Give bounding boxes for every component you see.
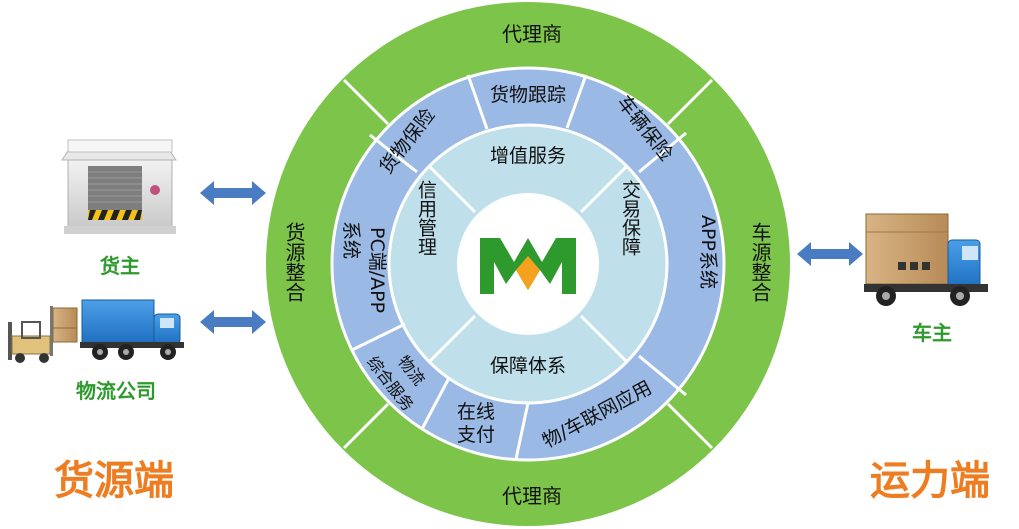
inner-ring-dividers xyxy=(428,165,628,363)
credit-management-label: 信用管理 xyxy=(415,180,437,256)
middle-ring-dividers xyxy=(351,74,687,460)
shipper-arrow-icon xyxy=(200,181,266,205)
cargo-side-title: 货源端 xyxy=(54,458,174,504)
online-payment-label-1: 在线 xyxy=(457,401,495,423)
agent-top-label: 代理商 xyxy=(502,22,562,46)
logistics-truck-icon xyxy=(8,299,184,363)
ring-diagram xyxy=(266,2,790,526)
company-logo xyxy=(480,238,576,294)
carrier-arrow-icon xyxy=(797,242,863,266)
vehicle-integration-label: 车源整合 xyxy=(748,222,772,302)
online-payment-label-2: 支付 xyxy=(457,424,495,446)
logistics-company-label: 物流公司 xyxy=(76,379,156,403)
warehouse-icon xyxy=(61,139,177,234)
value-added-label: 增值服务 xyxy=(490,145,566,167)
trade-guarantee-label: 交易保障 xyxy=(619,180,641,256)
cargo-tracking-label: 货物跟踪 xyxy=(490,84,566,106)
app-system-label: APP系统 xyxy=(697,215,719,289)
logistics-arrow-icon xyxy=(200,310,266,334)
outer-ring-labels: 代理商 代理商 货源整合 车源整合 xyxy=(282,22,772,508)
connection-arrows xyxy=(200,181,863,334)
shipper-label: 货主 xyxy=(100,254,140,278)
carrier-truck-icon xyxy=(864,213,988,306)
guarantee-system-label: 保障体系 xyxy=(490,355,566,377)
pc-app-label-2: 系统 xyxy=(340,221,362,259)
agent-bottom-label: 代理商 xyxy=(502,484,562,508)
pc-app-label-1: PC端/APP xyxy=(366,227,388,313)
inner-ring-labels: 增值服务 保障体系 交易保障 信用管理 xyxy=(415,145,641,377)
outer-ring-dividers xyxy=(342,78,714,450)
cargo-integration-label: 货源整合 xyxy=(282,222,306,302)
capacity-side-title: 运力端 xyxy=(870,458,990,504)
carrier-label: 车主 xyxy=(912,321,952,345)
